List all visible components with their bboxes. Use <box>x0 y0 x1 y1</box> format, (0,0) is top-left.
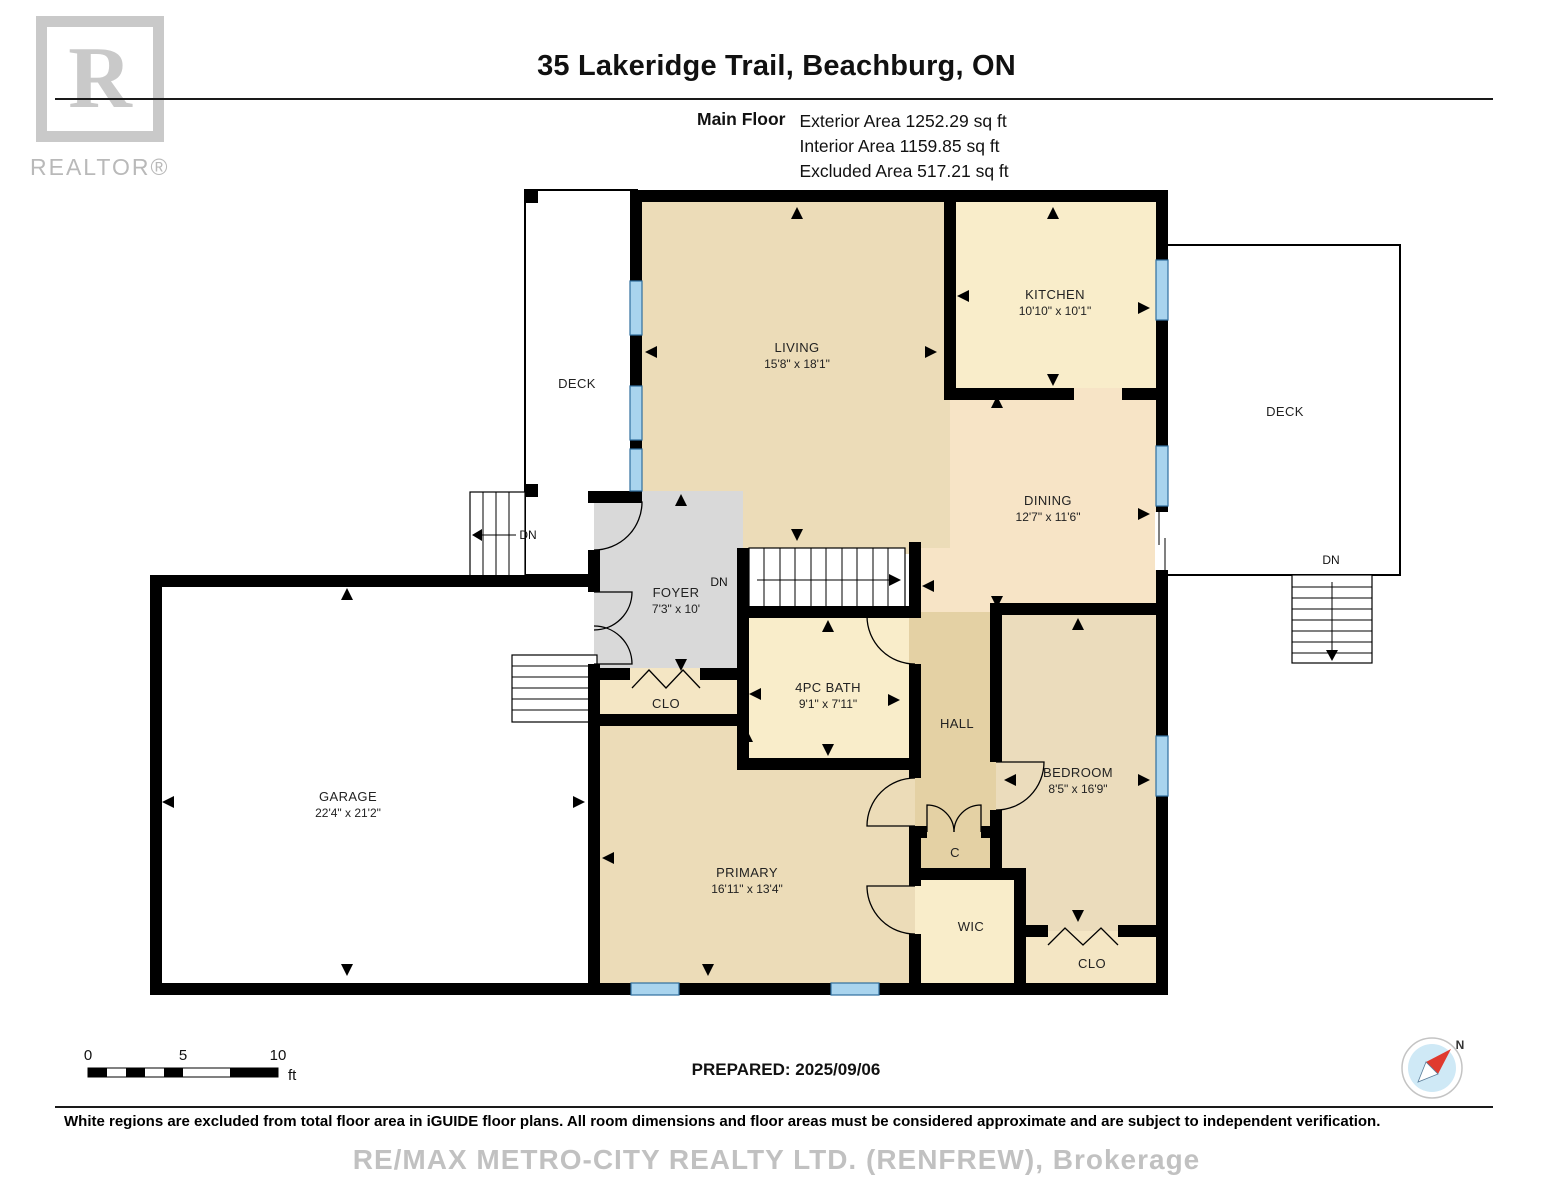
window-icon <box>629 448 643 492</box>
bifold-doors <box>631 669 1119 946</box>
scale-unit: ft <box>288 1067 297 1084</box>
room-bedroom <box>996 609 1162 931</box>
dims-kitchen: 10'10" x 10'1" <box>1019 304 1092 318</box>
brokerage-watermark: RE/MAX METRO-CITY REALTY LTD. (RENFREW),… <box>352 1144 1201 1175</box>
scale-5: 5 <box>179 1047 187 1064</box>
stairs-main <box>748 547 906 613</box>
label-hall: HALL <box>940 716 974 731</box>
label-garage: GARAGE <box>319 789 377 804</box>
door-wic-icon <box>866 885 916 935</box>
room-hall <box>909 612 996 838</box>
realtor-r-icon: R <box>36 16 164 142</box>
door-deck-foyer-icon <box>593 501 643 551</box>
footer-divider <box>55 1106 1493 1108</box>
header-divider <box>55 98 1493 100</box>
window-icon <box>629 385 643 441</box>
label-clo-bedroom: CLO <box>1078 956 1106 971</box>
label-deck-left: DECK <box>558 376 596 391</box>
label-living: LIVING <box>774 340 819 355</box>
label-closet-c: C <box>950 845 960 860</box>
excluded-area: Excluded Area 517.21 sq ft <box>799 161 1009 181</box>
realtor-logo: R REALTOR® <box>30 16 180 181</box>
deck-right <box>1161 244 1401 576</box>
stairs-deck-right <box>1291 574 1373 664</box>
room-dining <box>915 388 1162 618</box>
room-bath <box>743 612 915 764</box>
bifold-clo-foyer-icon <box>631 669 701 689</box>
north-label: N <box>1456 1038 1465 1052</box>
doors <box>593 501 1045 935</box>
label-primary: PRIMARY <box>716 865 778 880</box>
room-primary <box>594 720 915 989</box>
room-wic <box>915 868 1020 989</box>
window-icon <box>1155 445 1169 507</box>
label-dn-deck: DN <box>1322 553 1339 567</box>
label-clo-foyer: CLO <box>652 696 680 711</box>
window-icon <box>830 982 880 996</box>
label-dn-foyer: DN <box>710 575 727 589</box>
room-living <box>630 190 950 554</box>
label-dn-left: DN <box>519 528 536 542</box>
windows <box>629 259 1169 996</box>
label-deck-right: DECK <box>1266 404 1304 419</box>
label-kitchen: KITCHEN <box>1025 287 1085 302</box>
garage-floor <box>150 575 600 995</box>
door-entry-right-icon <box>593 625 633 665</box>
stairs-deck-left <box>469 491 526 579</box>
door-primary-icon <box>866 777 916 827</box>
dims-foyer: 7'3" x 10' <box>652 602 700 616</box>
scale-0: 0 <box>84 1047 92 1064</box>
room-kitchen <box>950 190 1162 395</box>
realtor-word: REALTOR® <box>30 154 170 180</box>
scale-10: 10 <box>270 1047 287 1064</box>
label-wic: WIC <box>958 919 984 934</box>
bifold-clo-bedroom-icon <box>1047 927 1119 946</box>
window-icon <box>1155 259 1169 321</box>
label-bath: 4PC BATH <box>795 680 861 695</box>
dims-primary: 16'11" x 13'4" <box>711 882 783 896</box>
window-icon <box>1155 735 1169 797</box>
window-icon <box>629 280 643 336</box>
dims-bedroom: 8'5" x 16'9" <box>1048 782 1107 796</box>
label-foyer: FOYER <box>653 585 700 600</box>
dims-garage: 22'4" x 21'2" <box>315 806 381 820</box>
walls <box>150 190 1168 995</box>
label-bedroom: BEDROOM <box>1043 765 1113 780</box>
page-title: 35 Lakeridge Trail, Beachburg, ON <box>537 50 1016 82</box>
room-clo-bedroom <box>1020 931 1162 989</box>
disclaimer-text: White regions are excluded from total fl… <box>64 1113 1381 1130</box>
realtor-letter: R <box>68 30 132 127</box>
door-closet-c-right-icon <box>953 804 982 833</box>
exterior-area: Exterior Area 1252.29 sq ft <box>799 111 1007 131</box>
dims-dining: 12'7" x 11'6" <box>1016 510 1081 524</box>
door-bedroom-icon <box>995 761 1045 811</box>
interior-area: Interior Area 1159.85 sq ft <box>799 136 1000 156</box>
compass-icon: N <box>1401 1037 1465 1099</box>
door-closet-c-left-icon <box>926 804 955 833</box>
prepared-date: PREPARED: 2025/09/06 <box>692 1060 881 1079</box>
floor-label: Main Floor <box>697 109 786 129</box>
scale-bar: 0 5 10 ft <box>84 1047 297 1084</box>
room-foyer <box>594 491 743 680</box>
area-summary: Main Floor Exterior Area 1252.29 sq ft I… <box>697 109 1009 184</box>
sliding-door-icon <box>1155 512 1169 570</box>
dims-bath: 9'1" x 7'11" <box>799 697 857 711</box>
door-bath-icon <box>866 615 916 665</box>
window-icon <box>630 982 680 996</box>
label-dining: DINING <box>1024 493 1072 508</box>
dims-living: 15'8" x 18'1" <box>764 357 830 371</box>
room-closet-c <box>915 838 996 868</box>
door-entry-left-icon <box>593 591 633 631</box>
stairs-garage-landing <box>511 654 598 723</box>
room-labels: DECK LIVING 15'8" x 18'1" KITCHEN 10'10"… <box>315 287 1340 971</box>
